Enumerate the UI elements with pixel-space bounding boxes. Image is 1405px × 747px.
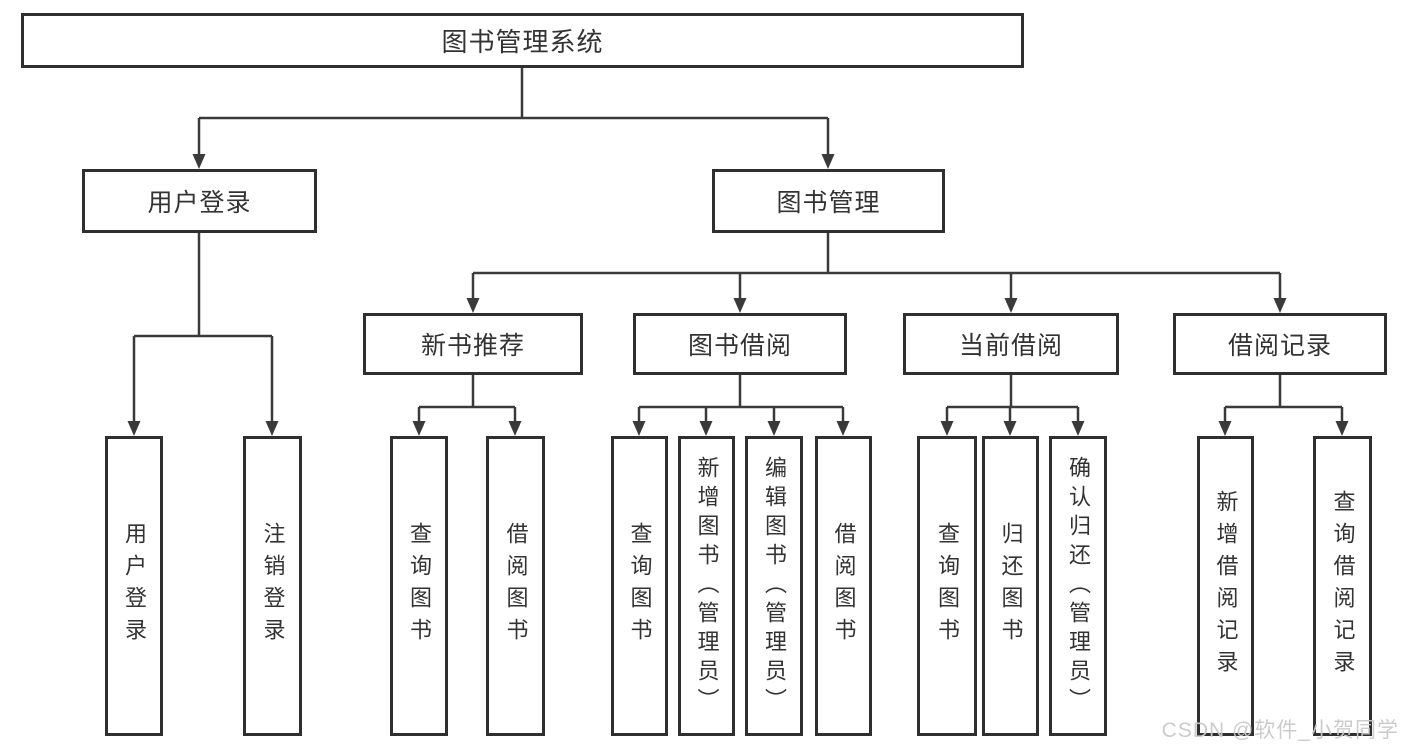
node-leaf-logout: 注销登录 (243, 436, 302, 736)
node-label: 用户登录 (147, 189, 252, 217)
csdn-watermark: CSDN @软件_小贺同学 (1161, 719, 1399, 742)
node-leaf-record-add: 新增借阅记录 (1197, 436, 1254, 736)
node-label: 新书推荐 (420, 332, 525, 360)
node-label: 查询借阅记录 (1330, 490, 1356, 682)
node-label: 图书管理 (776, 189, 881, 217)
node-leaf-current-query: 查询图书 (917, 436, 977, 736)
node-leaf-current-confirm-admin: 确认归还（管理员） (1049, 436, 1107, 736)
node-leaf-borrow-add-admin: 新增图书（管理员） (678, 436, 735, 736)
node-leaf-record-query: 查询借阅记录 (1313, 436, 1372, 736)
node-leaf-current-return: 归还图书 (982, 436, 1039, 736)
node-label: 图书借阅 (687, 332, 792, 360)
node-book-borrow: 图书借阅 (633, 313, 847, 375)
node-label: 查询图书 (407, 522, 432, 650)
node-label: 用户登录 (122, 522, 147, 650)
node-label: 新增借阅记录 (1213, 490, 1239, 682)
node-leaf-newbook-borrow: 借阅图书 (486, 436, 545, 736)
node-label: 图书管理系统 (441, 27, 604, 57)
node-label: 查询图书 (627, 522, 653, 650)
node-label: 借阅图书 (831, 522, 857, 650)
node-root-system: 图书管理系统 (21, 13, 1024, 68)
node-label: 新增图书（管理员） (694, 455, 720, 717)
node-leaf-user-login: 用户登录 (105, 436, 163, 736)
node-label: 归还图书 (998, 522, 1024, 650)
node-current-borrow: 当前借阅 (903, 313, 1119, 375)
node-leaf-borrow-query: 查询图书 (611, 436, 668, 736)
node-borrow-records: 借阅记录 (1173, 313, 1387, 375)
node-book-management: 图书管理 (712, 169, 945, 233)
node-new-book-recommend: 新书推荐 (363, 313, 583, 375)
node-leaf-borrow-edit-admin: 编辑图书（管理员） (745, 436, 803, 736)
node-label: 查询图书 (935, 522, 960, 650)
node-user-login: 用户登录 (82, 169, 317, 233)
node-label: 当前借阅 (958, 332, 1063, 360)
node-label: 确认归还（管理员） (1066, 455, 1091, 717)
node-leaf-borrow-borrow: 借阅图书 (815, 436, 872, 736)
node-leaf-newbook-query: 查询图书 (390, 436, 448, 736)
node-label: 借阅图书 (503, 522, 529, 650)
node-label: 注销登录 (260, 522, 286, 650)
node-label: 编辑图书（管理员） (762, 455, 787, 717)
node-label: 借阅记录 (1227, 332, 1332, 360)
